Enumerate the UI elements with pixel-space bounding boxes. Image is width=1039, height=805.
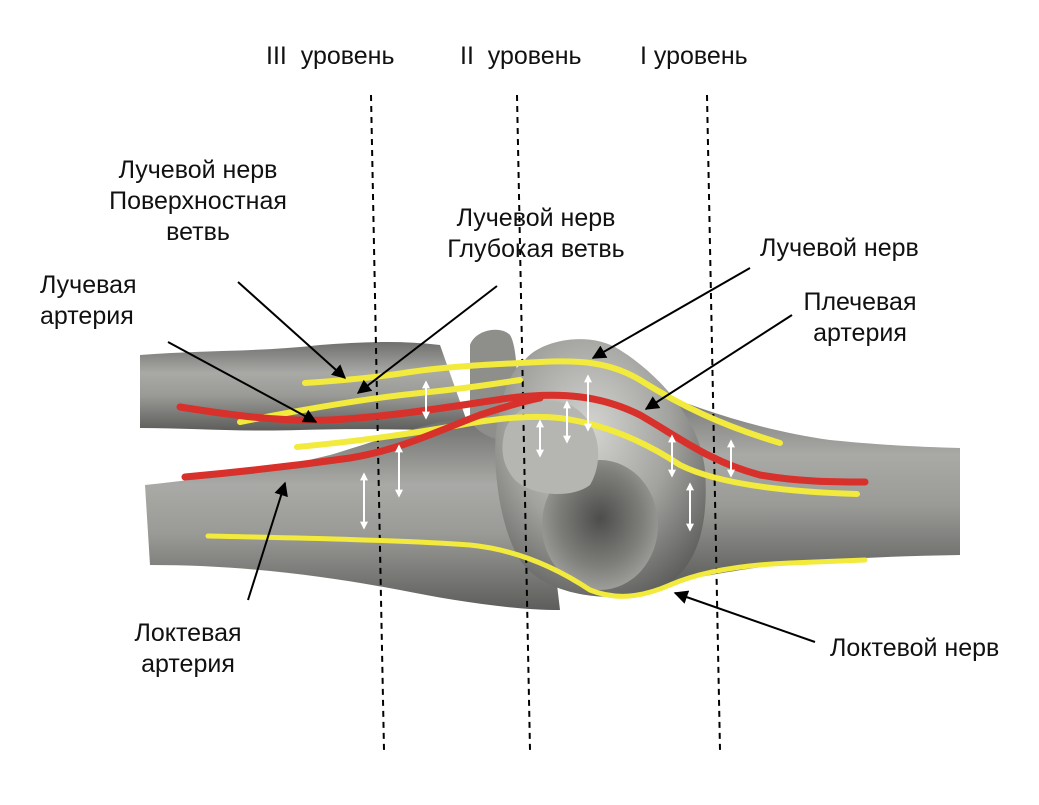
leader-ulnar-nerve	[675, 593, 815, 642]
radial-nerve-superficial-label: Лучевой нерв Поверхностная ветвь	[88, 155, 308, 248]
radial-nerve-label: Лучевой нерв	[760, 233, 919, 264]
leader-radial-nerve	[593, 268, 750, 358]
leader-brachial-artery	[646, 315, 792, 409]
level-3-label: III уровень	[266, 41, 395, 72]
radial-artery-label: Лучевая артерия	[40, 270, 137, 332]
ulnar-artery-label: Локтевая артерия	[118, 618, 258, 680]
ulnar-nerve-label: Локтевой нерв	[830, 633, 999, 664]
brachial-artery-label: Плечевая артерия	[790, 287, 930, 349]
radial-nerve-deep-label: Лучевой нерв Глубокая ветвь	[426, 203, 646, 265]
level-1-label: I уровень	[640, 41, 748, 72]
level-2-label: II уровень	[460, 41, 582, 72]
